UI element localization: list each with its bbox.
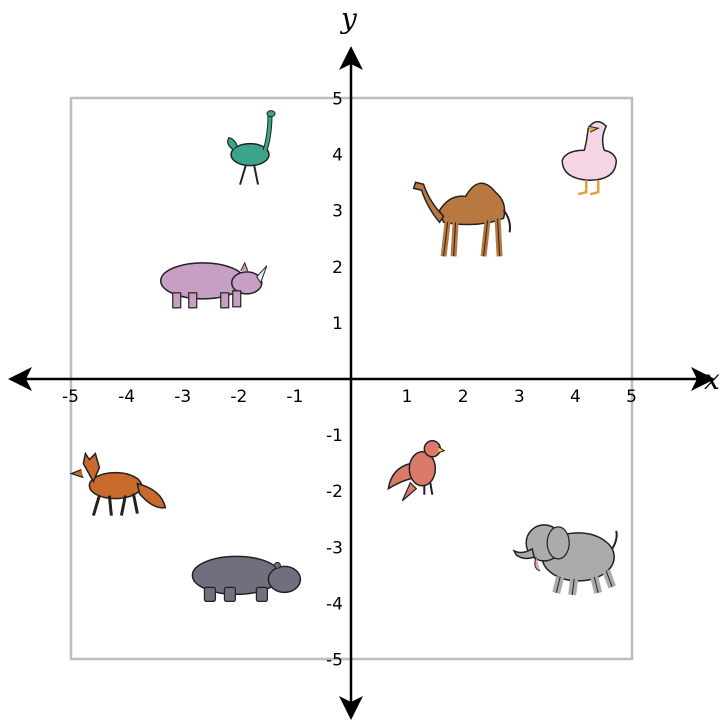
y-tick-label: -1: [326, 426, 343, 446]
duck-picture: [561, 120, 617, 196]
y-tick-label: 4: [332, 146, 343, 166]
y-tick-label: 5: [332, 90, 343, 110]
y-tick-label: 2: [332, 258, 343, 278]
x-tick-label: 2: [458, 387, 469, 407]
rhinoceros-picture: [160, 261, 268, 309]
y-tick-label: -4: [326, 594, 343, 614]
hippopotamus-picture: [191, 555, 302, 602]
x-axis-label: x: [704, 363, 720, 396]
x-tick-label: 1: [402, 387, 413, 407]
y-tick-label: 3: [332, 202, 343, 222]
x-tick-label: 4: [570, 387, 581, 407]
x-axis-left-arrow: [8, 367, 32, 391]
x-tick-label: -2: [230, 387, 247, 407]
x-tick-label: -5: [62, 387, 79, 407]
y-tick-label: 1: [332, 314, 343, 334]
camel-picture: [412, 181, 511, 257]
x-tick-label: -4: [118, 387, 135, 407]
y-tick-labels: 5 4 3 2 1 -1 -2 -3 -4 -5: [326, 90, 343, 671]
y-axis-bottom-arrow: [339, 696, 363, 720]
animal-pictures: [69, 110, 618, 602]
y-axis-label: y: [339, 2, 358, 35]
y-axis-top-arrow: [339, 46, 363, 70]
ostrich-picture: [227, 110, 276, 185]
x-tick-label: 5: [626, 387, 637, 407]
y-tick-label: -2: [326, 482, 343, 502]
y-tick-label: -3: [326, 538, 343, 558]
x-axis-right-arrow: [691, 367, 715, 391]
x-tick-label: 3: [514, 387, 525, 407]
y-tick-label: -5: [326, 651, 343, 671]
elephant-picture: [512, 524, 618, 596]
x-tick-label: -3: [174, 387, 191, 407]
x-tick-labels: -5 -4 -3 -2 -1 1 2 3 4 5: [62, 387, 637, 407]
fox-picture: [69, 451, 167, 517]
eagle-picture: [387, 440, 446, 502]
x-tick-label: -1: [286, 387, 303, 407]
